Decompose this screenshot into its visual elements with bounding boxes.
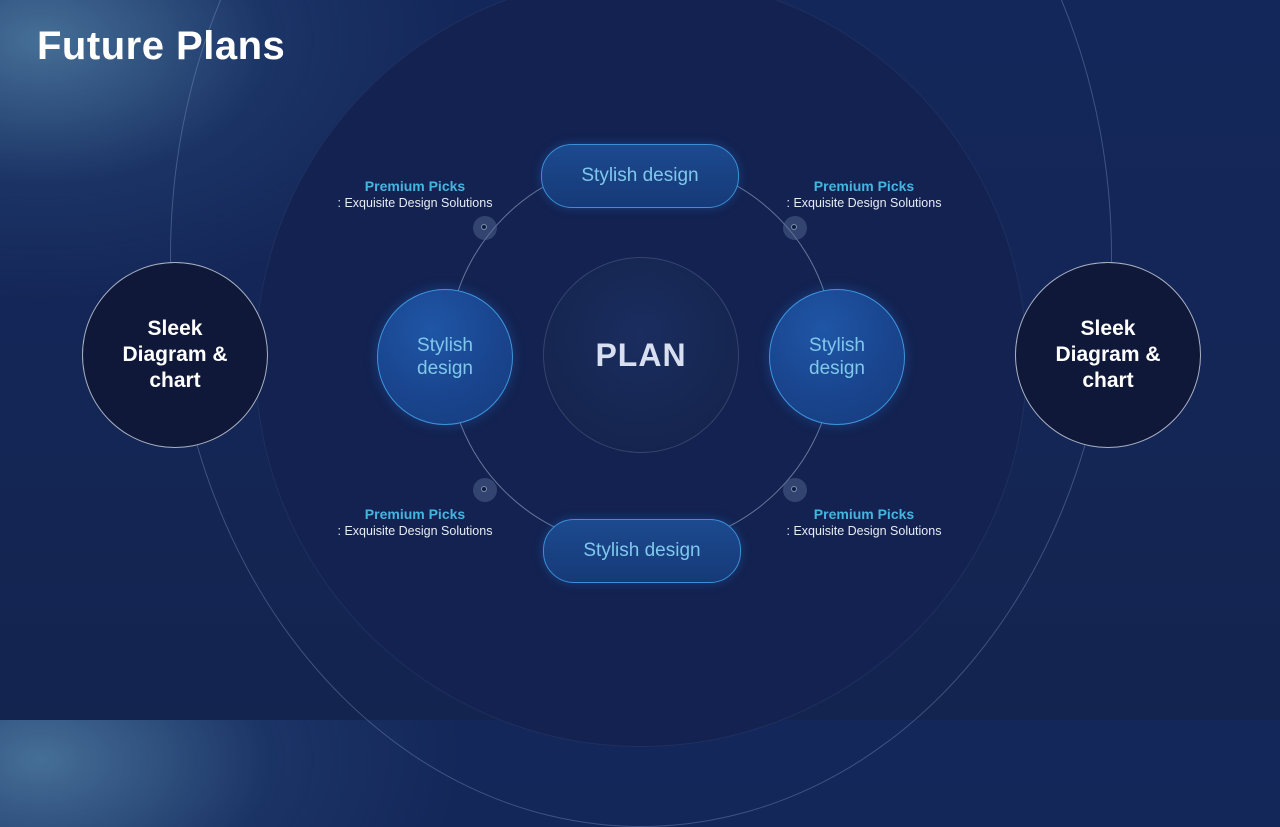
connector-dot-top-left [473,216,497,240]
outer-node-right: Sleek Diagram & chart [1015,262,1201,448]
side-node-left: Stylish design [377,289,513,425]
pill-bottom: Stylish design [543,519,741,583]
pill-top: Stylish design [541,144,739,208]
pill-top-label: Stylish design [581,165,699,186]
annotation-text: : Exquisite Design Solutions [337,196,493,210]
connector-dot-bottom-right [783,478,807,502]
annotation-top-left: Premium Picks : Exquisite Design Solutio… [335,178,495,211]
annotation-text: : Exquisite Design Solutions [337,524,493,538]
plan-center-circle: PLAN [543,257,739,453]
annotation-heading: Premium Picks [813,178,915,194]
annotation-text: : Exquisite Design Solutions [786,196,942,210]
outer-node-left-label: Sleek Diagram & chart [122,317,228,392]
side-node-left-label: Stylish design [417,335,473,379]
outer-node-right-label: Sleek Diagram & chart [1055,317,1161,392]
annotation-bottom-right: Premium Picks : Exquisite Design Solutio… [784,506,944,539]
annotation-top-right: Premium Picks : Exquisite Design Solutio… [784,178,944,211]
annotation-heading: Premium Picks [364,506,466,522]
annotation-heading: Premium Picks [364,178,466,194]
outer-node-left: Sleek Diagram & chart [82,262,268,448]
annotation-bottom-left: Premium Picks : Exquisite Design Solutio… [335,506,495,539]
side-node-right: Stylish design [769,289,905,425]
connector-dot-bottom-left [473,478,497,502]
slide-title: Future Plans [37,24,286,68]
connector-dot-top-right [783,216,807,240]
pill-bottom-label: Stylish design [583,540,701,561]
annotation-text: : Exquisite Design Solutions [786,524,942,538]
side-node-right-label: Stylish design [809,335,865,379]
annotation-heading: Premium Picks [813,506,915,522]
